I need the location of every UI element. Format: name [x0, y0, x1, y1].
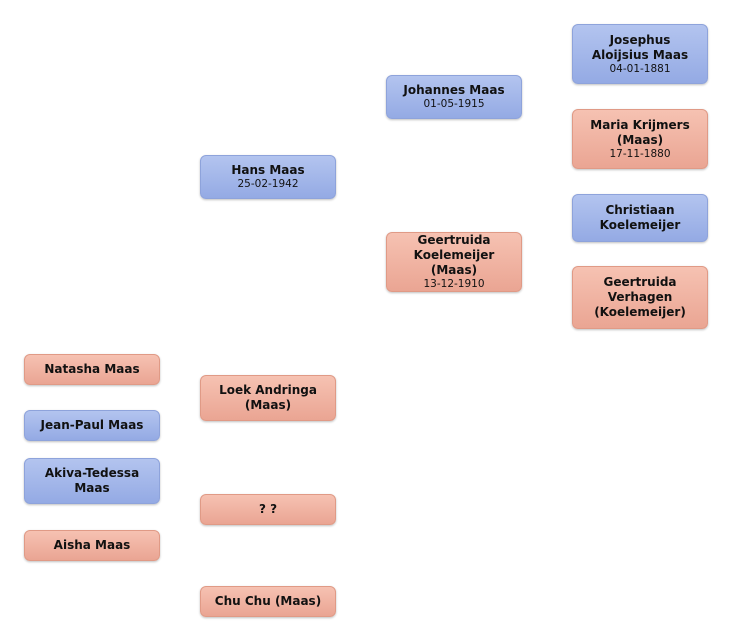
person-name: ? ?: [258, 502, 278, 516]
person-date: 04-01-1881: [609, 62, 671, 75]
person-name: Natasha Maas: [44, 362, 140, 376]
person-name: Hans Maas: [231, 163, 305, 177]
person-card-loek-andringa[interactable]: Loek Andringa (Maas): [200, 375, 336, 421]
person-name: Christiaan Koelemeijer: [599, 203, 681, 232]
person-name: Maria Krijmers (Maas): [590, 117, 690, 147]
person-date: 01-05-1915: [423, 98, 485, 110]
person-name: Geertruida Verhagen (Koelemeijer): [594, 275, 686, 319]
person-name: Chu Chu (Maas): [214, 594, 322, 608]
person-name: Akiva-Tedessa Maas: [44, 466, 140, 495]
person-card-jean-paul-maas[interactable]: Jean-Paul Maas: [24, 410, 160, 441]
person-date: 13-12-1910: [423, 278, 485, 290]
person-card-akiva-tedessa-maas[interactable]: Akiva-Tedessa Maas: [24, 458, 160, 504]
person-card-geertruida-verhagen[interactable]: Geertruida Verhagen (Koelemeijer): [572, 266, 708, 329]
person-name: Loek Andringa (Maas): [219, 383, 317, 412]
person-card-maria-krijmers[interactable]: Maria Krijmers (Maas) 17-11-1880: [572, 109, 708, 169]
person-name: Jean-Paul Maas: [40, 418, 144, 432]
person-name: Josephus Aloijsius Maas: [591, 32, 689, 62]
person-card-christiaan-koelemeijer[interactable]: Christiaan Koelemeijer: [572, 194, 708, 242]
person-name: Geertruida Koelemeijer (Maas): [413, 233, 495, 277]
person-card-johannes-maas[interactable]: Johannes Maas 01-05-1915: [386, 75, 522, 119]
person-card-aisha-maas[interactable]: Aisha Maas: [24, 530, 160, 561]
person-name: Aisha Maas: [53, 538, 131, 552]
person-name: Johannes Maas: [403, 83, 505, 97]
person-date: 17-11-1880: [609, 147, 671, 160]
person-date: 25-02-1942: [237, 178, 299, 190]
person-card-unknown[interactable]: ? ?: [200, 494, 336, 525]
person-card-josephus-maas[interactable]: Josephus Aloijsius Maas 04-01-1881: [572, 24, 708, 84]
person-card-geertruida-koelemeijer[interactable]: Geertruida Koelemeijer (Maas) 13-12-1910: [386, 232, 522, 292]
person-card-hans-maas[interactable]: Hans Maas 25-02-1942: [200, 155, 336, 199]
person-card-chu-chu[interactable]: Chu Chu (Maas): [200, 586, 336, 617]
person-card-natasha-maas[interactable]: Natasha Maas: [24, 354, 160, 385]
